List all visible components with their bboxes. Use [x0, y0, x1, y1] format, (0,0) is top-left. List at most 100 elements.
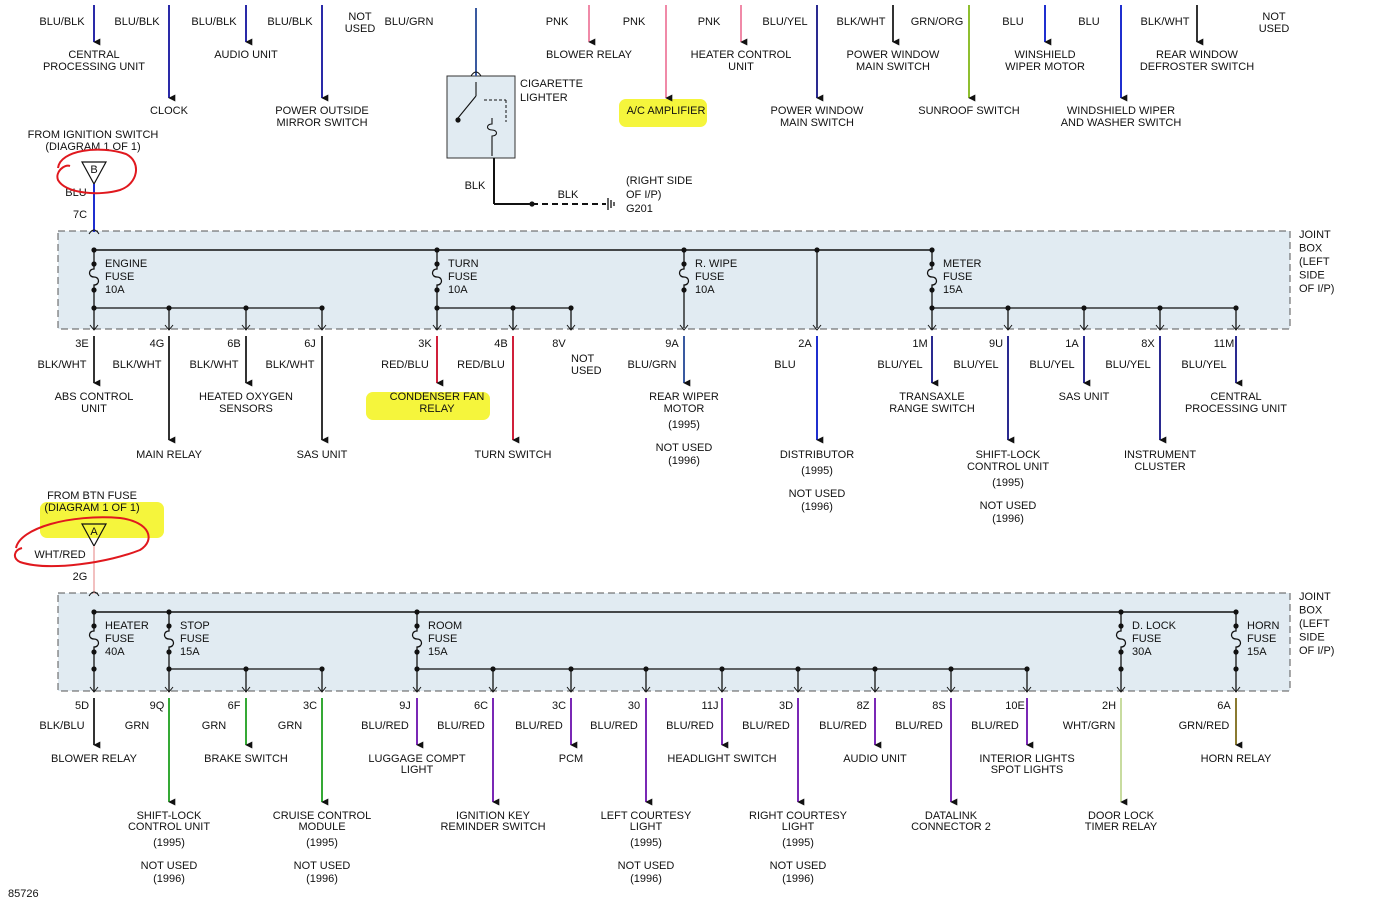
component-label: IGNITION KEY	[456, 810, 531, 822]
pin-label: 10E	[1005, 700, 1025, 712]
joint-box-label: JOINT	[1299, 591, 1331, 603]
year-note: NOT USED	[618, 860, 675, 872]
terminal-connector	[679, 324, 689, 331]
annotation-circle-b	[56, 148, 137, 195]
component-label: BRAKE SWITCH	[204, 753, 288, 765]
branch-splice	[1233, 666, 1239, 672]
component-label: HEATED OXYGEN	[199, 391, 293, 403]
year-note: (1996)	[630, 873, 662, 885]
joint-box-bottom	[57, 592, 1291, 692]
branch-splice	[243, 666, 249, 672]
component-label: BLOWER RELAY	[546, 49, 633, 61]
bus-splice	[814, 247, 820, 253]
component-label: TURN SWITCH	[475, 449, 552, 461]
fuse-symbol	[1230, 626, 1242, 652]
year-note: NOT USED	[141, 860, 198, 872]
wire-color-label: PNK	[546, 16, 569, 28]
component-label: PROCESSING UNIT	[1185, 403, 1287, 415]
ground-location-label: (RIGHT SIDE	[626, 175, 692, 187]
joint-box-label: SIDE	[1299, 632, 1325, 644]
component-label: AUDIO UNIT	[843, 753, 907, 765]
terminal-connector	[927, 324, 937, 331]
pin-label: 11J	[702, 700, 719, 712]
switch-contact	[455, 117, 461, 123]
year-note: NOT USED	[770, 860, 827, 872]
pin-label: 4G	[150, 338, 165, 350]
pin-label: 7C	[73, 209, 87, 221]
branch-splice	[166, 666, 172, 672]
component-label: SHIFT-LOCK	[137, 810, 202, 822]
branch-splice	[1233, 305, 1239, 311]
ground-location-label: OF I/P)	[626, 189, 661, 201]
wire-color-label: BLK/WHT	[1141, 16, 1190, 28]
component-label: SAS UNIT	[1059, 391, 1110, 403]
year-note: (1995)	[801, 465, 833, 477]
wire-color-label: RED/BLU	[457, 359, 505, 371]
source-title: FROM BTN FUSE	[47, 490, 137, 502]
fuse-label: FUSE	[695, 271, 724, 283]
fuse-label: 15A	[943, 284, 963, 296]
joint-box-label: OF I/P)	[1299, 645, 1334, 657]
terminal-connector	[717, 686, 727, 693]
component-label: INSTRUMENT	[1124, 449, 1196, 461]
terminal-connector	[870, 686, 880, 693]
fuse-label: FUSE	[105, 271, 134, 283]
joint-box-label: SIDE	[1299, 270, 1325, 282]
wire-color-label: GRN/ORG	[911, 16, 964, 28]
pin-label: 2A	[798, 338, 812, 350]
joint-box-label: BOX	[1299, 243, 1323, 255]
source-title: (DIAGRAM 1 OF 1)	[44, 502, 139, 514]
pin-label: 9A	[665, 338, 679, 350]
branch-splice	[1157, 305, 1163, 311]
fuse-label: FUSE	[448, 271, 477, 283]
fuse-label: 30A	[1132, 646, 1152, 658]
component-label: LEFT COURTESY	[601, 810, 692, 822]
component-label: DATALINK	[925, 810, 978, 822]
component-label: CENTRAL	[68, 49, 119, 61]
cigarette-lighter-label: CIGARETTE	[520, 78, 583, 90]
connector-letter: A	[90, 526, 98, 538]
component-label: CONTROL UNIT	[967, 461, 1049, 473]
wire-color-label: WHT/RED	[34, 549, 85, 561]
wire-color-label: BLU/YEL	[762, 16, 807, 28]
fuse-label: FUSE	[1247, 633, 1276, 645]
terminal-connector	[946, 686, 956, 693]
component-label: DEFROSTER SWITCH	[1140, 61, 1254, 73]
component-label: RELAY	[419, 403, 455, 415]
pin-label: 5D	[75, 700, 89, 712]
branch-splice	[319, 305, 325, 311]
wire-color-label: BLU/RED	[590, 720, 638, 732]
year-note: NOT USED	[980, 500, 1037, 512]
pin-label: 8X	[1141, 338, 1155, 350]
branch-splice	[1118, 666, 1124, 672]
pin-label: 2H	[1102, 700, 1116, 712]
branch-splice	[643, 666, 649, 672]
wire-color-label: BLU/GRN	[628, 359, 677, 371]
fuse-symbol	[1115, 626, 1127, 652]
fuse-label: FUSE	[105, 633, 134, 645]
branch-splice	[91, 666, 97, 672]
wire-color-label: BLK	[558, 189, 579, 201]
component-label: MOTOR	[664, 403, 705, 415]
branch-splice	[166, 305, 172, 311]
wire-color-label: BLU/RED	[971, 720, 1019, 732]
pin-label: 9U	[989, 338, 1003, 350]
fuse-symbol	[431, 264, 443, 290]
terminal-connector	[89, 686, 99, 693]
branch-splice	[1081, 305, 1087, 311]
component-label: CLOCK	[150, 105, 189, 117]
wire-color-label: BLU/YEL	[953, 359, 998, 371]
component-label: REAR WINDOW	[1156, 49, 1239, 61]
highlight-condenser-fan-relay	[366, 392, 490, 420]
year-note: NOT USED	[294, 860, 351, 872]
wire-color-label: BLU/RED	[895, 720, 943, 732]
component-label: WINDSHIELD WIPER	[1067, 105, 1175, 117]
terminal-connector	[566, 324, 576, 331]
terminal-connector	[88, 229, 100, 235]
fuse-label: 10A	[448, 284, 468, 296]
branch-splice	[719, 666, 725, 672]
terminal-connector	[432, 324, 442, 331]
fuse-symbol	[88, 264, 100, 290]
terminal-connector	[317, 324, 327, 331]
